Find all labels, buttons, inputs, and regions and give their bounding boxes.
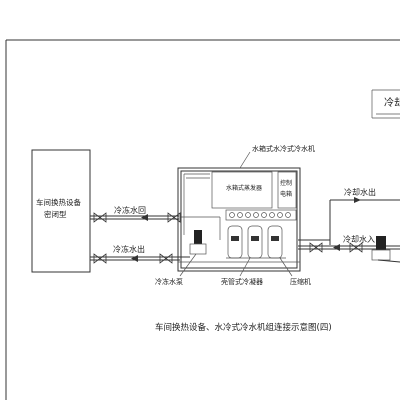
legend-partial-text: 冷却 (384, 96, 400, 109)
unit-title-label: 水箱式水冷式冷水机 (252, 144, 315, 153)
flow-arrow-right-icon (354, 197, 361, 203)
chilled-supply-label: 冷冻水出 (113, 244, 145, 254)
valve-icon (93, 253, 101, 264)
evaporator-tank (211, 171, 273, 209)
workshop-label-line1: 车间换热设备 (36, 197, 81, 207)
valve-icon (349, 242, 357, 253)
legend-box-partial: 冷却 (371, 89, 400, 119)
valve-icon (159, 253, 167, 264)
control-label-line1: 控制 (280, 179, 292, 187)
control-label-line2: 电箱 (280, 190, 292, 198)
cooling-out-pipe (298, 197, 400, 245)
chilled-pump-label: 冷冻水泵 (155, 277, 183, 286)
compressor-label: 压缩机 (290, 277, 311, 286)
compressor-leader (279, 257, 293, 277)
cooling-in-pipe (298, 236, 400, 263)
coil-band (225, 209, 297, 221)
chilled-water-pump (180, 230, 207, 258)
condenser-leader (239, 257, 251, 277)
pump-leader (179, 253, 197, 277)
flow-arrow-left-icon (333, 244, 340, 251)
cooling-pump-icon (376, 236, 386, 250)
diagram-caption: 车间换热设备、水冷式冷水机组连接示意图(四) (155, 322, 332, 333)
compressor-group (226, 225, 286, 259)
flow-arrow-left-icon (141, 214, 148, 221)
chilled-return-label: 冷冻水回 (114, 205, 146, 215)
flow-arrow-left-icon (131, 255, 138, 262)
chilled-supply-pipe (90, 253, 180, 264)
tank-label: 水箱式蒸发器 (226, 184, 262, 192)
cooling-out-label: 冷却水出 (344, 187, 376, 197)
chilled-return-pipe (90, 212, 221, 240)
chiller-unit (177, 167, 301, 272)
valve-icon (93, 212, 101, 223)
workshop-equipment-box (31, 149, 91, 273)
condenser-label: 壳管式冷凝器 (221, 277, 263, 286)
valve-icon (309, 242, 317, 253)
unit-title-leader (239, 151, 251, 169)
valve-icon (167, 212, 175, 223)
control-box (277, 171, 297, 209)
workshop-label-line2: 密闭型 (44, 209, 67, 219)
cooling-in-label: 冷却水入 (343, 234, 375, 244)
